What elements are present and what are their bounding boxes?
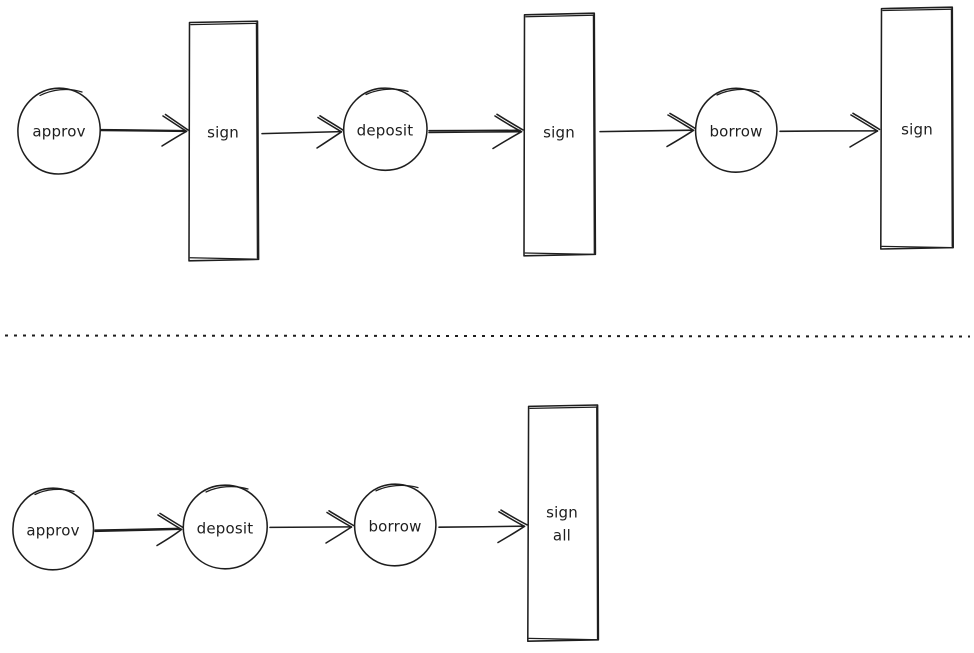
node-label-sign-top-1: sign [207, 124, 239, 142]
node-borrow-top[interactable]: borrow [694, 87, 778, 173]
node-approv-bottom[interactable]: approv [12, 487, 95, 571]
node-label-sign-top-3: sign [901, 121, 933, 139]
node-sign-top-2[interactable]: sign [523, 12, 597, 257]
arrow-deposit-to-sign-2[interactable] [428, 113, 524, 150]
node-label-approv-bottom: approv [26, 522, 79, 540]
node-label-borrow-bottom: borrow [368, 518, 421, 536]
node-label-deposit-bottom: deposit [197, 520, 254, 538]
node-approv-top[interactable]: approv [17, 87, 101, 175]
node-label-deposit-top: deposit [357, 122, 414, 140]
arrow-approv-to-deposit-bottom[interactable] [94, 512, 185, 547]
arrow-sign-2-to-borrow[interactable] [599, 112, 697, 148]
node-label-sign-all-line2: all [553, 527, 571, 545]
arrow-sign-1-to-deposit[interactable] [261, 115, 345, 149]
arrow-borrow-to-sign-all[interactable] [438, 509, 528, 544]
node-label-sign-top-2: sign [543, 124, 575, 142]
node-label-approv-top: approv [32, 123, 85, 141]
flow-batch-signing: approv deposit [12, 404, 600, 642]
dotted-divider [4, 334, 971, 338]
node-sign-top-1[interactable]: sign [188, 20, 260, 262]
arrow-approv-to-sign-1[interactable] [100, 113, 189, 147]
node-sign-all[interactable]: sign all [527, 404, 600, 642]
node-borrow-bottom[interactable]: borrow [353, 483, 437, 567]
node-label-sign-all-line1: sign [546, 504, 578, 522]
node-deposit-top[interactable]: deposit [342, 87, 428, 172]
node-sign-top-3[interactable]: sign [880, 6, 954, 250]
arrow-deposit-to-borrow-bottom[interactable] [269, 510, 355, 544]
arrow-borrow-to-sign-3[interactable] [779, 112, 881, 148]
node-label-borrow-top: borrow [709, 123, 762, 141]
node-deposit-bottom[interactable]: deposit [182, 484, 268, 570]
flow-individual-signing: approv sign deposit [17, 6, 954, 262]
